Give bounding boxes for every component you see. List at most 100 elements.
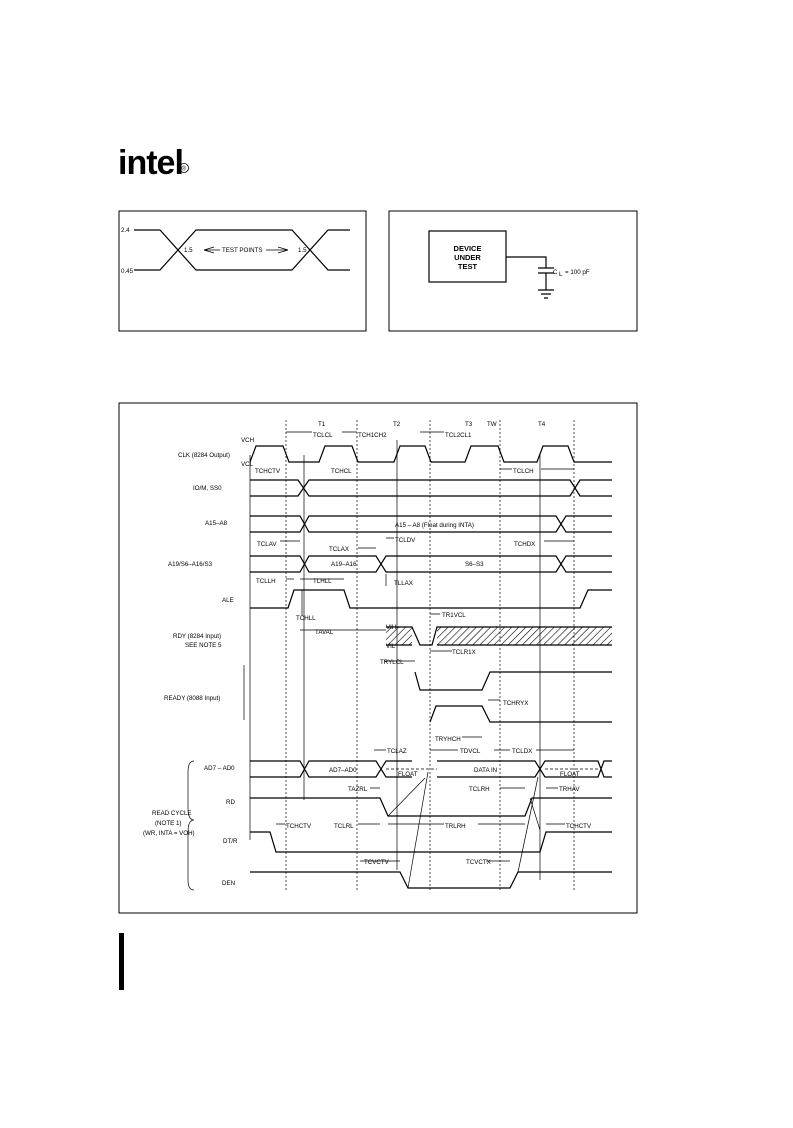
state-tw: TW (487, 421, 497, 428)
label-vch: VCH (241, 437, 254, 444)
param-tclch: TCLCH (513, 468, 534, 475)
param-tchctv-dtr: TCHCTV (286, 823, 312, 830)
rdy-hatch-right (437, 627, 612, 645)
ad-waveform (250, 760, 612, 778)
state-boundaries (285, 420, 575, 890)
param-tchctv: TCHCTV (255, 468, 281, 475)
test-points-frame (118, 210, 367, 332)
param-tryhch: TRYHCH (435, 736, 461, 743)
label-a19s3: A19/S6–A16/S3 (168, 561, 213, 568)
cap-sub: L (559, 271, 563, 278)
param-tchdx: TCHDX (514, 541, 535, 548)
timing-reference-lines (249, 440, 541, 880)
param-tllax: TLLAX (394, 580, 413, 587)
state-t4: T4 (538, 421, 546, 428)
state-t3: T3 (465, 421, 473, 428)
load-circuit-frame (388, 210, 638, 332)
param-tch1ch2: TCH1CH2 (358, 432, 387, 439)
device-line-3: TEST (458, 262, 478, 271)
ale-dashed (579, 589, 612, 609)
timing-frame (118, 402, 638, 914)
s6s3-bus-label: S6–S3 (465, 561, 484, 568)
param-tclav: TCLAV (257, 541, 277, 548)
label-dtr: DT/R (223, 838, 238, 845)
device-line-2: UNDER (454, 253, 481, 262)
read-cycle-brace (187, 760, 195, 891)
change-bar (119, 933, 124, 990)
param-trhav: TRHAV (559, 786, 580, 793)
dtr-waveform (250, 831, 612, 853)
a19a16-bus-label: A19–A16 (331, 561, 357, 568)
param-tdvcl: TDVCL (460, 748, 481, 755)
label-ready: READY (8088 Input) (164, 695, 220, 702)
cap-value: = 100 pF (565, 269, 590, 276)
param-trylcl: TRYLCL (380, 659, 404, 666)
ad-addr-bus-label: AD7–AD0 (329, 767, 357, 774)
param-tchcl: TCHCL (331, 468, 352, 475)
clk-waveform (249, 445, 612, 463)
label-a15a8: A15–A8 (205, 520, 228, 527)
label-wr-inta: (WR, INTA = VOH) (143, 830, 195, 837)
test-wave-b (134, 229, 350, 271)
param-tcllh: TCLLH (256, 578, 276, 585)
cap-label: C (553, 269, 558, 276)
registered-mark-icon (179, 163, 189, 173)
param-tclrh: TCLRH (469, 786, 490, 793)
label-den: DEN (222, 880, 235, 887)
label-rd: RD (226, 799, 235, 806)
right-level-label: 1.5 (298, 247, 307, 254)
den-relation-lines (387, 771, 541, 889)
label-iom: IO/M, SS0 (193, 485, 222, 492)
test-points-figure: 2.4 0.45 1.5 1.5 TEST POINTS (118, 210, 367, 332)
param-tcl2cl1: TCL2CL1 (445, 432, 472, 439)
label-vcl: VCL (241, 461, 254, 468)
param-tr1vcl: TR1VCL (442, 612, 466, 619)
ground-icon (506, 256, 554, 299)
param-tcvctx: TCVCTX (466, 859, 491, 866)
state-t1: T1 (318, 421, 326, 428)
v-high-label: 2.4 (121, 227, 130, 234)
label-note1: (NOTE 1) (155, 820, 181, 827)
test-points-caption: TEST POINTS (222, 247, 262, 254)
param-tchryx: TCHRYX (503, 700, 528, 707)
param-tlhll: TLHLL (313, 578, 332, 585)
device-line-1: DEVICE (454, 244, 482, 253)
a15a8-bus-label: A15 – A8 (Float during INTA) (395, 522, 474, 529)
label-vil: VIL (386, 643, 396, 650)
float-2-label: FLOAT (560, 771, 580, 778)
param-tclr1x: TCLR1X (452, 649, 476, 656)
load-circuit-figure: DEVICE UNDER TEST C L = 100 pF (388, 210, 638, 332)
param-tclax: TCLAX (329, 546, 349, 553)
param-tclcl: TCLCL (313, 432, 333, 439)
left-level-label: 1.5 (184, 247, 193, 254)
v-low-label: 0.45 (121, 268, 134, 275)
iom-waveform (250, 479, 612, 497)
param-arrow-lines (276, 431, 574, 862)
state-t2: T2 (393, 421, 401, 428)
intel-logo-text: intel (118, 144, 183, 182)
registered-mark: ® (182, 166, 187, 173)
data-in-label: DATA IN (474, 767, 497, 774)
a19s3-waveform (250, 555, 612, 573)
intel-logo: intel ® (118, 144, 189, 182)
param-tclrl: TCLRL (334, 823, 354, 830)
ready-wave-2 (429, 705, 612, 723)
label-ale: ALE (222, 597, 234, 604)
float-1-label: FLOAT (398, 771, 418, 778)
a15a8-waveform (250, 515, 612, 533)
right-arrow-icon (266, 246, 289, 254)
ready-wave-1 (414, 671, 612, 691)
rdy-waveform (386, 626, 612, 646)
label-rdy2: SEE NOTE 5 (185, 642, 222, 649)
param-taval: TAVAL (315, 629, 334, 636)
param-tclaz: TCLAZ (387, 748, 407, 755)
label-clk: CLK (8284 Output) (178, 452, 230, 459)
param-tchctv-end: TCHCTV (566, 823, 592, 830)
label-ad: AD7 – AD0 (204, 765, 235, 772)
test-wave-a (134, 229, 350, 271)
left-arrow-icon (203, 246, 220, 254)
rd-waveform (250, 797, 612, 817)
den-waveform (250, 871, 612, 889)
